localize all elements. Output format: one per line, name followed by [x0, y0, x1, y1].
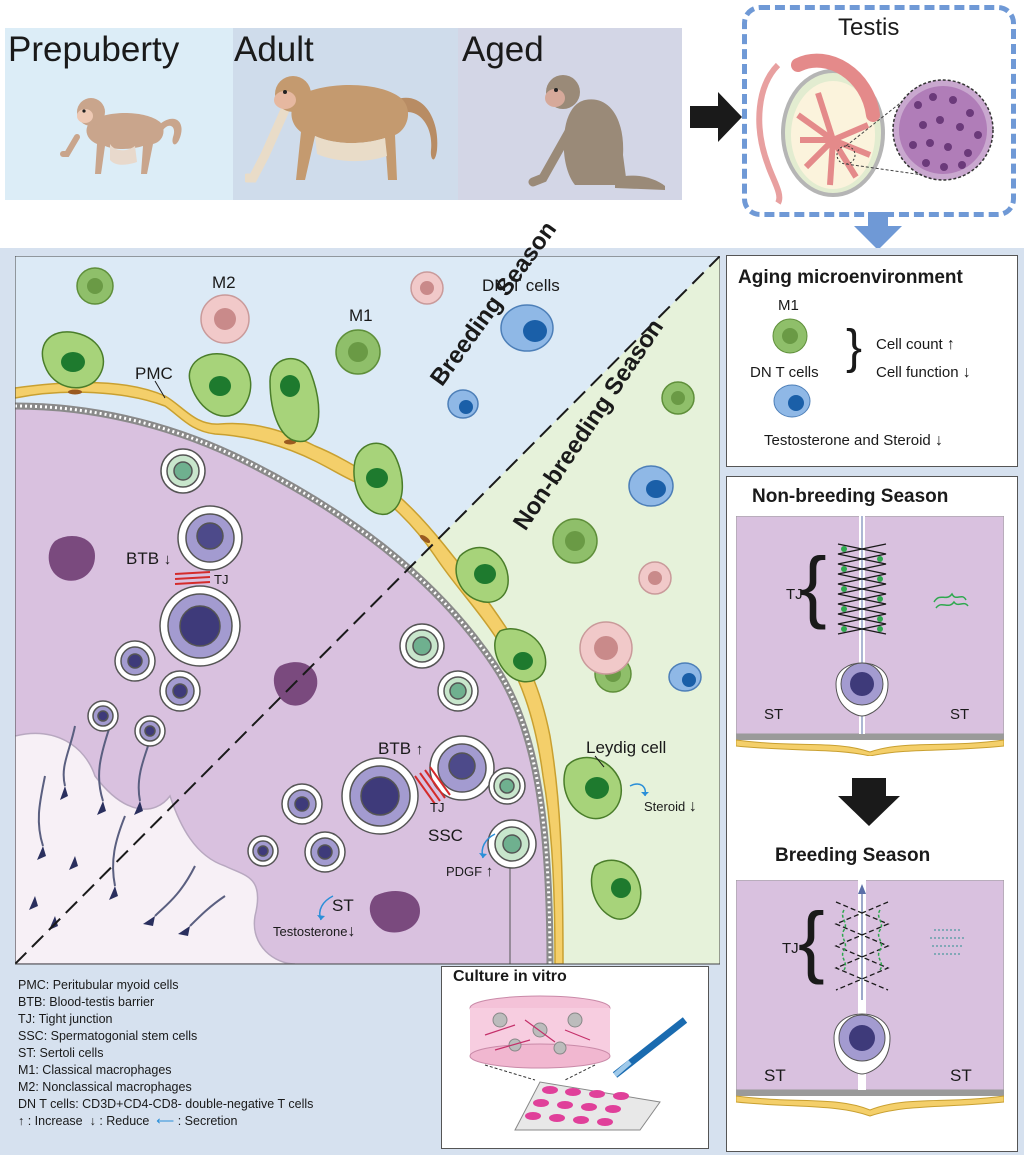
secretion-arrow-icon: ⟵	[156, 1114, 175, 1128]
legend-line: TJ: Tight junction	[18, 1012, 113, 1026]
legend-line: PMC: Peritubular myoid cells	[18, 978, 179, 992]
stage-label-aged: Aged	[462, 30, 544, 69]
nonbreeding-st-right: ST	[950, 706, 970, 723]
legend-line: DN T cells: CD3D+CD4-CD8- double-negativ…	[18, 1097, 314, 1111]
label-btb-bottom: BTB ↑	[378, 739, 424, 758]
breeding-st-left: ST	[764, 1066, 786, 1085]
prepuberty-monkey-illustration	[60, 98, 182, 174]
aging-brace-icon: }	[846, 321, 863, 374]
nonbreeding-brace-icon: {	[800, 541, 827, 630]
label-steroid: Steroid ↓	[644, 798, 697, 815]
label-st: ST	[332, 896, 354, 915]
label-tj-top: TJ	[214, 572, 229, 587]
aging-testosterone-steroid: Testosterone and Steroid ↓	[764, 432, 943, 449]
label-dn-t-cells: DN T cells	[482, 276, 560, 295]
aging-m1-cell-icon	[772, 318, 808, 354]
testis-title: Testis	[838, 14, 900, 41]
testis-down-arrow	[854, 212, 902, 250]
legend-line: BTB: Blood-testis barrier	[18, 995, 155, 1009]
label-tj-bottom: TJ	[430, 800, 445, 815]
legend-line: ST: Sertoli cells	[18, 1046, 104, 1060]
aging-microenvironment-panel	[726, 255, 1018, 467]
aging-cell-function: Cell function ↓	[876, 364, 971, 381]
seminiferous-tubule-illustration	[15, 256, 720, 965]
season-transition-arrow	[838, 778, 900, 826]
breeding-panel-title: Breeding Season	[775, 845, 931, 866]
label-m1: M1	[349, 306, 373, 325]
nonbreeding-st-left: ST	[764, 706, 784, 723]
abbreviation-legend: PMC: Peritubular myoid cells BTB: Blood-…	[18, 977, 313, 1130]
nonbreeding-panel-title: Non-breeding Season	[752, 486, 949, 507]
label-pmc: PMC	[135, 364, 173, 383]
aged-monkey-illustration	[528, 75, 665, 190]
legend-line: M2: Nonclassical macrophages	[18, 1080, 192, 1094]
reduce-arrow-icon: ↓	[89, 1114, 96, 1128]
aging-m1-label: M1	[778, 297, 799, 314]
aging-dn-t-cells-label: DN T cells	[750, 364, 819, 381]
legend-symbols: ↑ : Increase ↓ : Reduce ⟵ : Secretion	[18, 1114, 238, 1128]
breeding-st-right: ST	[950, 1066, 972, 1085]
adult-monkey-illustration	[245, 76, 438, 183]
stage-label-adult: Adult	[234, 30, 314, 69]
aging-dn-t-cell-icon	[773, 384, 811, 418]
legend-line: M1: Classical macrophages	[18, 1063, 172, 1077]
breeding-brace-icon: {	[798, 896, 825, 985]
aging-cell-count: Cell count ↑	[876, 336, 955, 353]
breeding-junction-illustration	[736, 880, 1004, 1117]
nonbreeding-tj-label: TJ	[786, 586, 803, 603]
legend-line: SSC: Spermatogonial stem cells	[18, 1029, 198, 1043]
label-testosterone: Testosterone↓	[273, 923, 356, 940]
stage-to-testis-arrow	[690, 92, 742, 142]
label-btb-top: BTB ↓	[126, 549, 172, 568]
increase-arrow-icon: ↑	[18, 1114, 25, 1128]
label-m2: M2	[212, 273, 236, 292]
breeding-tj-label: TJ	[782, 940, 799, 957]
aging-title: Aging microenvironment	[738, 267, 963, 288]
label-ssc: SSC	[428, 826, 463, 845]
label-leydig-cell: Leydig cell	[586, 738, 667, 757]
nonbreeding-junction-illustration	[736, 516, 1004, 756]
culture-title: Culture in vitro	[453, 968, 567, 985]
label-pdgf: PDGF ↑	[446, 863, 494, 880]
culture-illustration	[469, 995, 688, 1131]
stage-label-prepuberty: Prepuberty	[8, 30, 180, 69]
testis-illustration	[756, 53, 994, 205]
